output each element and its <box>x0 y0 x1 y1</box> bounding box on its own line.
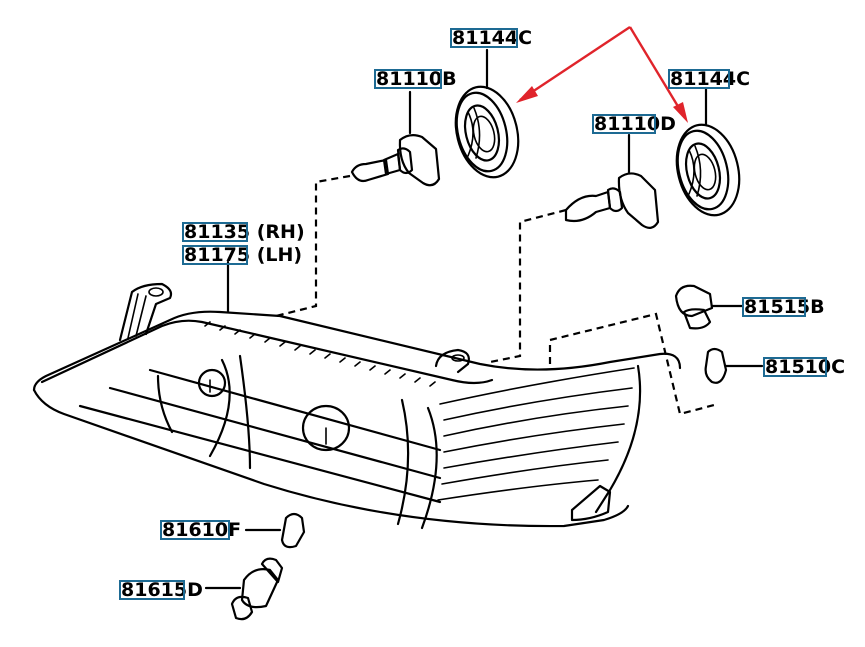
part-suffix: B <box>810 296 825 318</box>
bulb-b-drawing <box>350 90 441 187</box>
part-label-81144c-left[interactable]: 81144C <box>450 27 533 49</box>
label-highlight-box <box>592 114 656 134</box>
label-highlight-box <box>668 69 730 89</box>
part-number: 81610 <box>162 519 229 541</box>
label-highlight-box <box>182 222 248 242</box>
part-number: 81510 <box>765 356 832 378</box>
bulb-f-drawing <box>244 512 306 549</box>
part-label-81610f[interactable]: 81610F <box>160 519 242 541</box>
bulb-d-drawing <box>564 133 660 229</box>
bulb-c-drawing <box>704 347 764 384</box>
part-label-81135-rh[interactable]: 81135 (RH) <box>182 221 305 243</box>
part-suffix: F <box>228 519 242 541</box>
part-number: 81135 <box>184 221 251 243</box>
label-highlight-box <box>182 245 248 265</box>
socket-cover-left-drawing <box>454 48 520 179</box>
part-number: 81110 <box>594 113 661 135</box>
part-label-81175-lh[interactable]: 81175 (LH) <box>182 244 303 266</box>
arrow-head-left <box>516 86 538 103</box>
part-number: 81175 <box>184 244 251 266</box>
part-label-81515b[interactable]: 81515B <box>742 296 825 318</box>
label-highlight-box <box>119 580 185 600</box>
part-label-81615d[interactable]: 81615D <box>119 579 203 601</box>
label-highlight-box <box>374 69 442 89</box>
part-suffix: (LH) <box>250 244 303 266</box>
label-highlight-box <box>763 357 827 377</box>
part-number: 81144 <box>670 68 737 90</box>
socket-b-drawing <box>674 284 744 330</box>
dashed-guide-lines <box>275 174 719 416</box>
part-number: 81110 <box>376 68 443 90</box>
part-suffix: C <box>831 356 846 378</box>
part-label-81510c[interactable]: 81510C <box>763 356 846 378</box>
part-suffix: D <box>660 113 676 135</box>
label-highlight-box <box>742 297 806 317</box>
part-number: 81515 <box>744 296 811 318</box>
arrow-to-left-cover <box>519 26 631 101</box>
part-label-81110d[interactable]: 81110D <box>592 113 676 135</box>
red-annotation-arrows <box>516 26 688 123</box>
part-number: 81144 <box>452 27 519 49</box>
label-highlight-box <box>160 520 230 540</box>
arrow-to-right-cover <box>628 26 687 119</box>
part-suffix: C <box>518 27 533 49</box>
socket-cover-right-drawing <box>675 86 741 217</box>
part-suffix: B <box>442 68 457 90</box>
arrow-head-right <box>673 102 688 123</box>
label-highlight-box <box>450 28 518 48</box>
part-label-81110b[interactable]: 81110B <box>374 68 457 90</box>
part-label-81144c-right[interactable]: 81144C <box>668 68 751 90</box>
headlamp-unit-drawing <box>32 282 682 530</box>
part-suffix: C <box>736 68 751 90</box>
part-suffix: D <box>187 579 203 601</box>
part-suffix: (RH) <box>250 221 305 243</box>
part-number: 81615 <box>121 579 188 601</box>
socket-d-drawing <box>204 557 284 621</box>
